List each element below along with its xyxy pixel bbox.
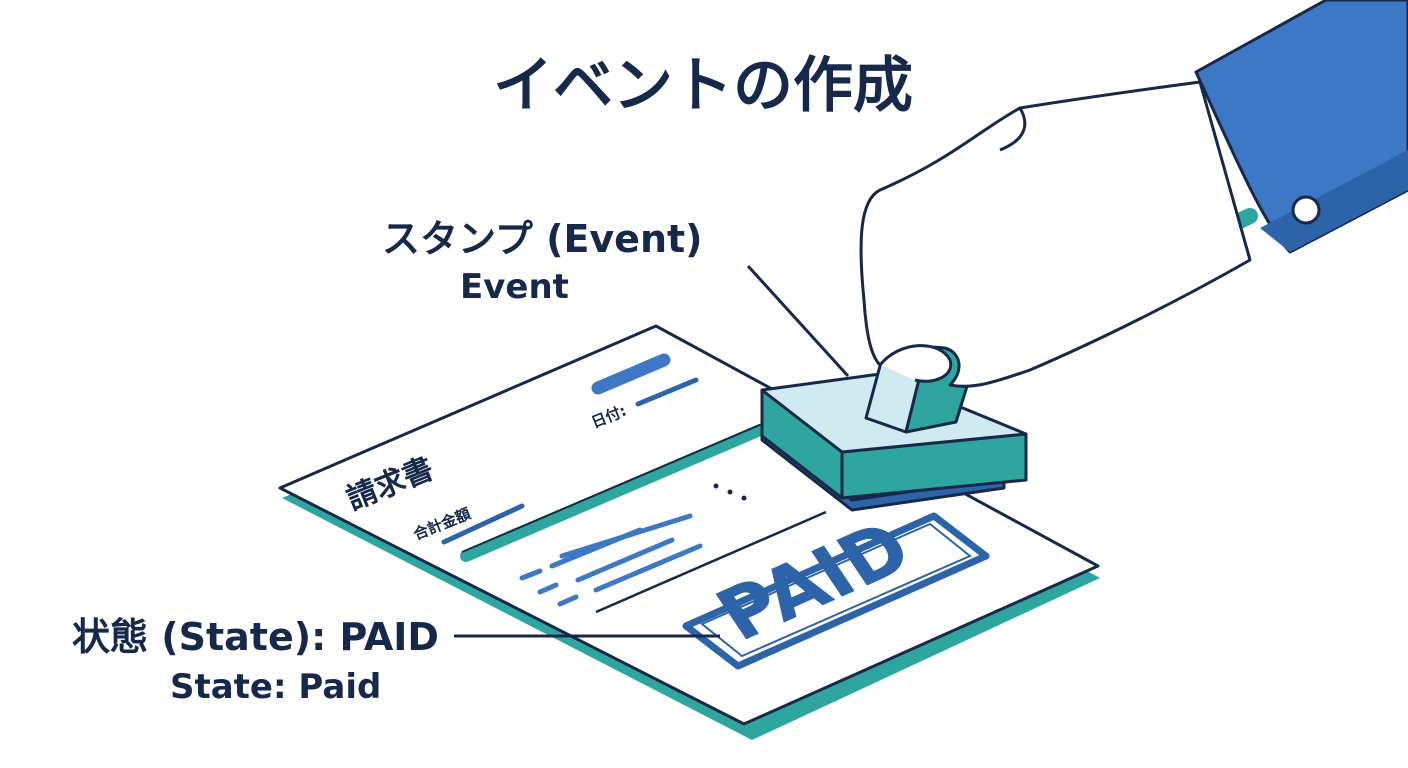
- state-callout-label: 状態 (State): PAID: [72, 615, 439, 659]
- invoice-document-icon: 請求書 合計金額 日付:: [278, 324, 1100, 740]
- hand-icon: [859, 0, 1408, 388]
- invoice-divider-edge: [461, 423, 763, 553]
- stamp-ink-pad: [760, 428, 1006, 512]
- cuff-button: [1291, 195, 1321, 225]
- stamp-callout-sublabel: Event: [460, 267, 569, 307]
- invoice-header-bar: [591, 353, 671, 395]
- hand-palm: [859, 80, 1252, 388]
- invoice-paper: [278, 324, 1100, 726]
- hand-thumb: [878, 344, 953, 383]
- dotted-row: [713, 483, 747, 501]
- invoice-total-rule: [595, 510, 827, 614]
- total-amount-line: [441, 503, 525, 545]
- sleeve-cuff-shade: [1260, 150, 1408, 252]
- invoice-divider: [460, 424, 766, 562]
- stamp-callout-leader: [746, 264, 850, 378]
- stamp-callout-label: スタンプ (Event): [382, 217, 703, 261]
- invoice-item-lines: [519, 513, 703, 607]
- paid-stamp-frame: [682, 512, 990, 670]
- state-callout-sublabel: State: Paid: [170, 667, 381, 707]
- date-line: [635, 377, 699, 407]
- hand-knuckle: [999, 107, 1027, 152]
- page-title: イベントの作成: [493, 51, 913, 121]
- paid-stamp-inner-frame: [700, 522, 972, 658]
